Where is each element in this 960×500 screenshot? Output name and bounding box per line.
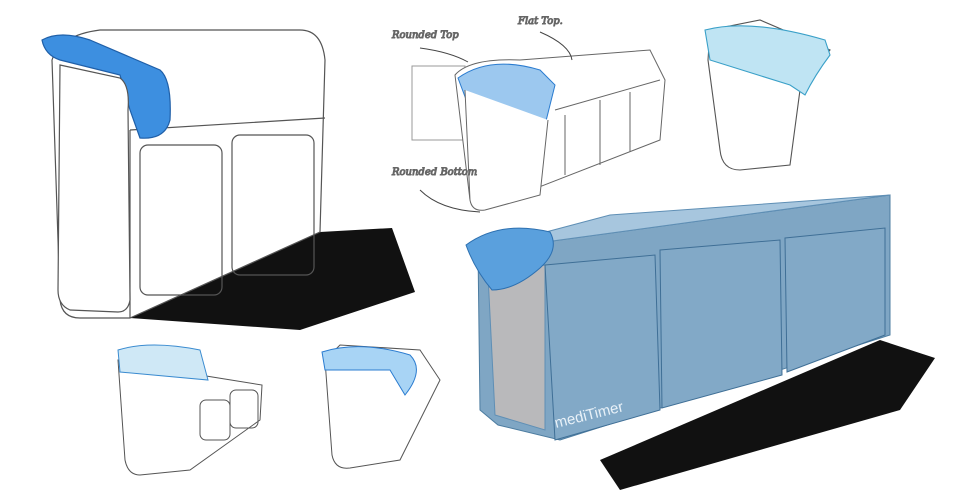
middle-sketch-dispenser: Rounded Top Flat Top. Rounded Bottom	[391, 16, 666, 213]
small-sketch-1	[117, 344, 263, 476]
large-sketch-blue-cap	[41, 34, 171, 139]
small-sketch-2	[321, 344, 441, 469]
annotation-flat-top: Flat Top.	[517, 16, 563, 27]
annotation-rounded-top: Rounded Top	[391, 30, 459, 41]
large-sketch-dispenser	[41, 29, 415, 330]
render-shadow	[600, 340, 935, 490]
top-right-sketch-dispenser	[704, 19, 831, 171]
large-sketch-shadow	[130, 228, 415, 330]
rendered-meditimer-box: mediTimer	[465, 194, 935, 490]
annotation-rounded-bottom: Rounded Bottom	[391, 167, 477, 178]
